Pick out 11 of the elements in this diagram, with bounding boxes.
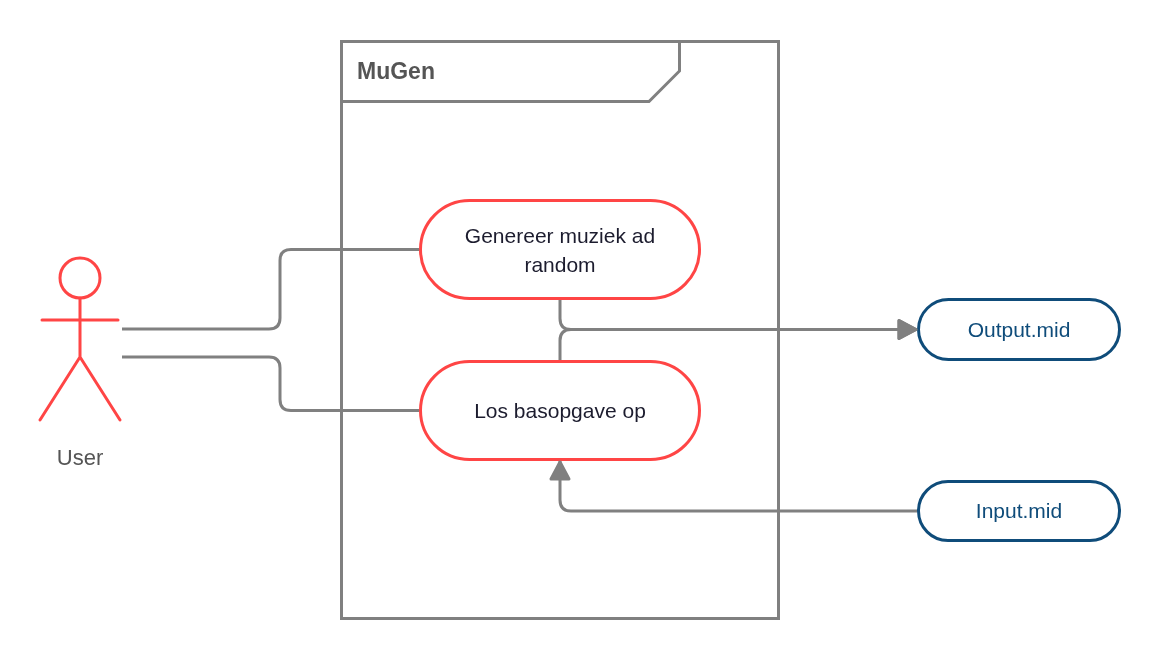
frame-title: MuGen [357,57,435,86]
actor-label: User [56,444,104,472]
association-line [122,355,419,412]
association-line [122,248,419,331]
file-label: Output.mid [967,316,1071,343]
file-label: Input.mid [975,498,1063,524]
system-boundary-frame [340,40,780,620]
use-case-label: Los basopgave op [474,398,646,424]
use-case-label: Genereer muziek ad random [463,222,657,278]
arrow [558,319,918,360]
arrow [549,460,917,513]
